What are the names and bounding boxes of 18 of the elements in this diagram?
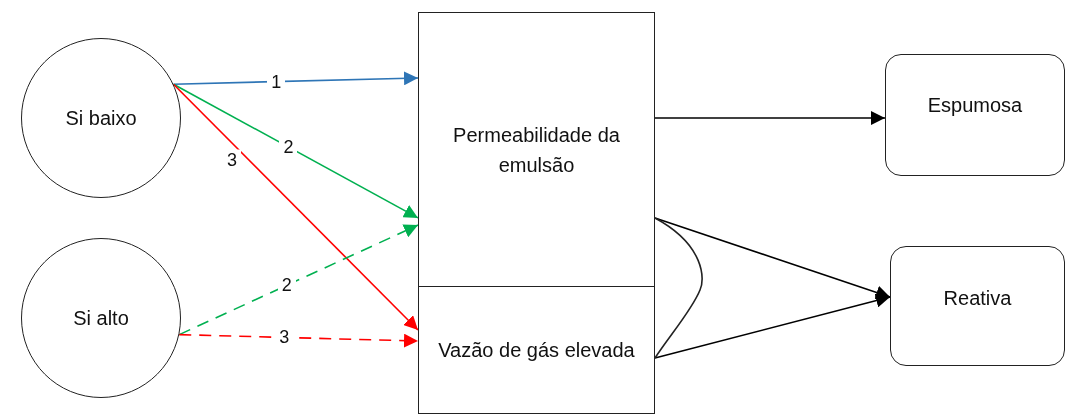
node-label: Reativa bbox=[943, 287, 1012, 309]
node-label: Vazão de gás elevada bbox=[438, 339, 635, 361]
arrow bbox=[178, 224, 419, 336]
arrow bbox=[654, 217, 891, 300]
arrow bbox=[172, 83, 419, 219]
node-label: Si baixo bbox=[65, 107, 137, 129]
arrow bbox=[172, 71, 419, 86]
arrow bbox=[178, 333, 419, 348]
node-label: Si alto bbox=[73, 307, 129, 329]
process-box bbox=[418, 286, 655, 414]
arrow bbox=[654, 111, 886, 126]
process-box bbox=[418, 12, 655, 288]
arrow bbox=[654, 293, 891, 359]
outcome-box bbox=[890, 246, 1065, 366]
outcome-box bbox=[885, 54, 1065, 176]
node-label: Permeabilidade da emulsão bbox=[453, 124, 620, 176]
arrow bbox=[172, 83, 419, 331]
node-label: Espumosa bbox=[927, 94, 1023, 116]
